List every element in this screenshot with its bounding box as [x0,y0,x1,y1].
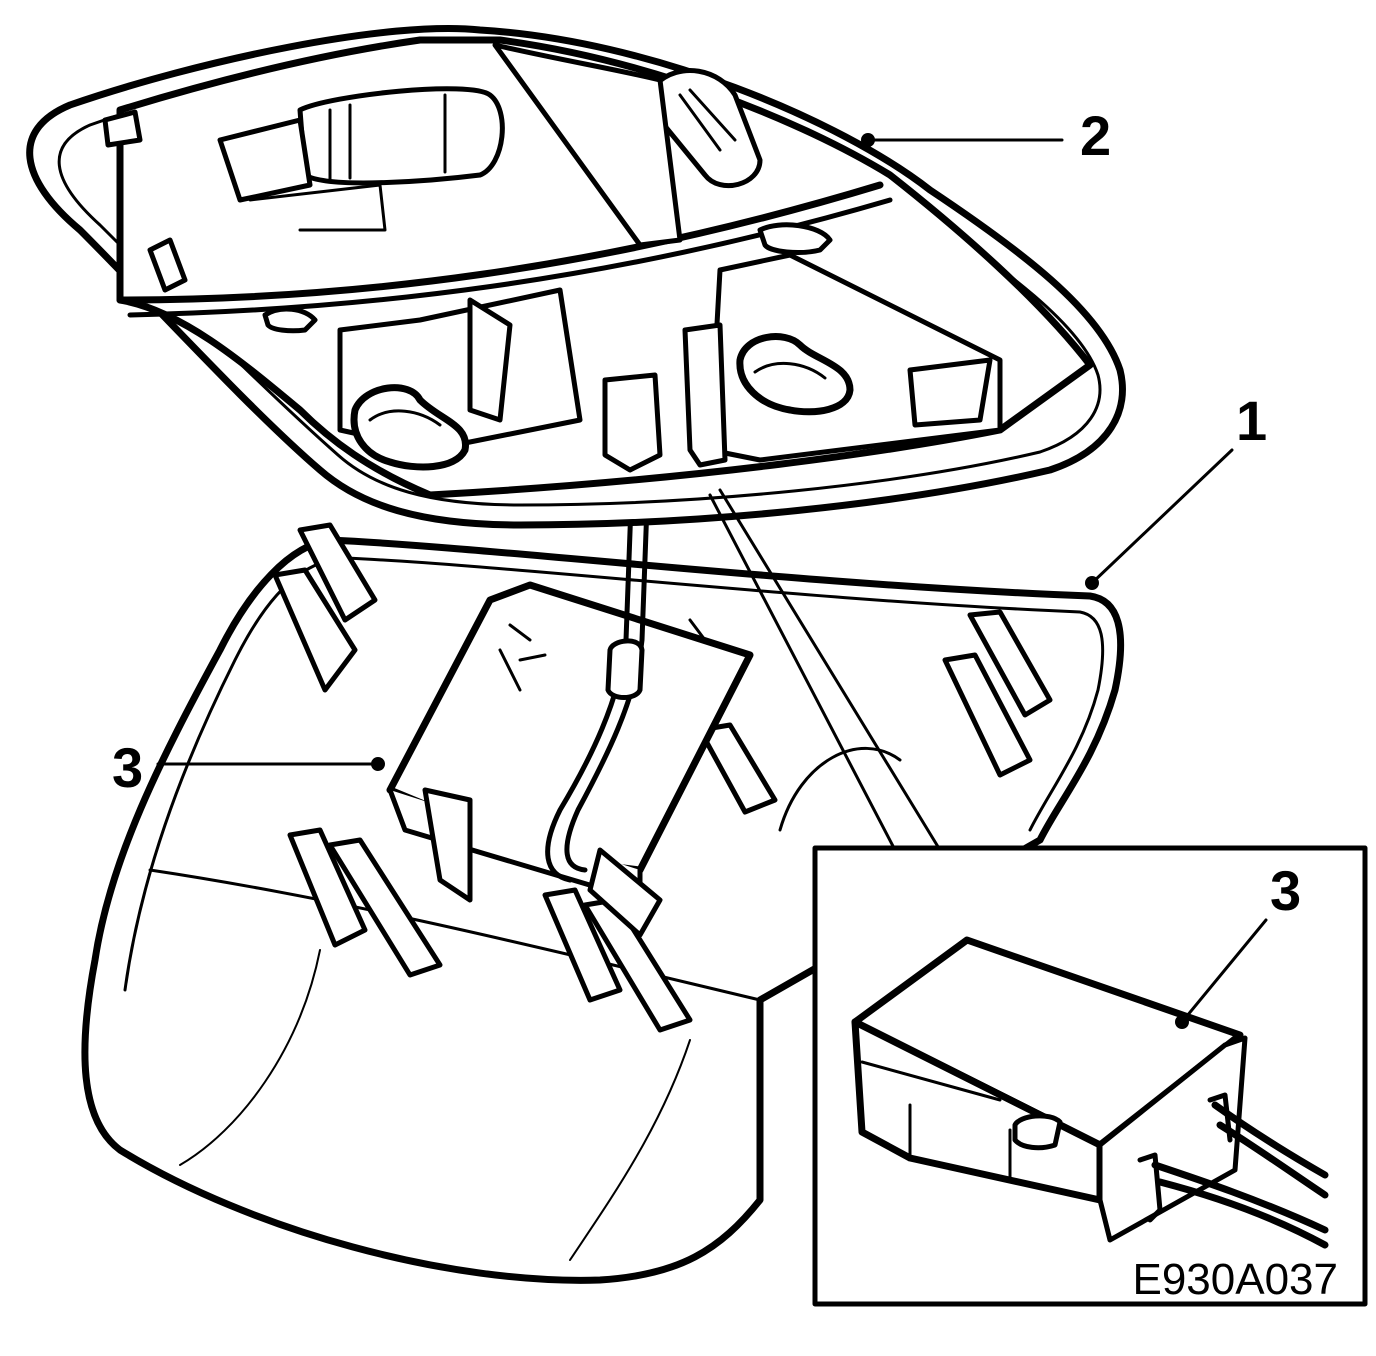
zoom-pointer-line [708,493,897,852]
leader-dot-3-detail [1175,1015,1189,1029]
callout-label-3-main: 3 [112,736,143,799]
electronic-module [386,581,754,938]
module-detail-view [851,936,1329,1249]
zoom-pointer-line [718,488,942,852]
callout-label-1: 1 [1236,389,1267,452]
roof-console-housing [81,522,1125,1284]
leader-dot-1 [1085,576,1099,590]
detail-inset [708,488,1368,1307]
callout-labels: 2 1 3 3 E930A037 [112,104,1338,1304]
figure-id-label: E930A037 [1132,1255,1338,1304]
leader-dot-3-main [371,757,385,771]
callout-label-2: 2 [1080,104,1111,167]
leader-lines [156,133,1268,1029]
lamp-unit [26,24,1126,529]
leader-line-3-detail [1180,918,1268,1024]
wiring-harness [545,475,651,883]
callout-label-3-detail: 3 [1270,859,1301,922]
leader-dot-2 [861,133,875,147]
leader-line-1 [1090,448,1234,585]
